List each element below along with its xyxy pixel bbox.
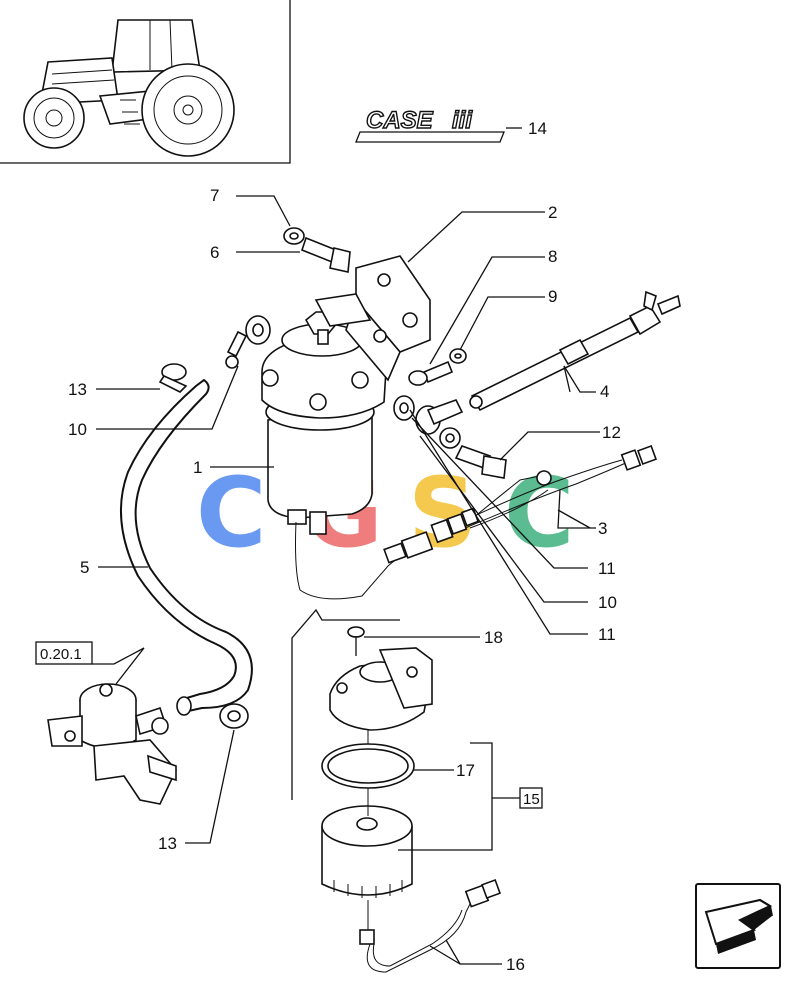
filter-head — [329, 647, 433, 731]
seal-ring-17 — [321, 743, 415, 789]
section-reference-box[interactable]: 0.20.1 — [35, 641, 93, 665]
callout-13-top: 13 — [68, 380, 87, 399]
banjo-bolt-10 — [393, 395, 464, 449]
water-sensor-16 — [359, 879, 501, 973]
callout-8: 8 — [548, 247, 557, 266]
fuel-hose-5 — [119, 378, 253, 716]
fuel-filter-assembly — [261, 311, 434, 600]
logo-suffix: iii — [452, 107, 473, 134]
callout-2: 2 — [548, 203, 557, 222]
callout-17: 17 — [456, 761, 475, 780]
case-ih-logo: CASE iii — [355, 106, 522, 143]
fuel-pipe-4 — [469, 290, 681, 412]
screw-18 — [347, 626, 365, 656]
hose-clamp-13-bottom — [219, 703, 249, 729]
callout-10-right: 10 — [598, 593, 617, 612]
callout-16: 16 — [506, 955, 525, 974]
callout-11-upper: 11 — [598, 559, 616, 578]
bolt-8 — [408, 360, 454, 386]
washer-7 — [283, 227, 305, 245]
next-page-arrow-icon[interactable] — [695, 883, 781, 969]
callout-13-bottom: 13 — [158, 834, 177, 853]
logo-text: CASE — [366, 107, 434, 134]
callout-1: 1 — [193, 458, 202, 477]
washer-9 — [449, 348, 467, 364]
detail-bracket — [291, 608, 400, 800]
callout-5: 5 — [80, 558, 89, 577]
lift-pump — [47, 683, 177, 805]
wiring-harness-3 — [430, 445, 657, 544]
mounting-bracket — [314, 255, 431, 382]
bolt-6 — [301, 236, 351, 273]
fitting-10-left — [225, 315, 271, 369]
callout-6: 6 — [210, 243, 219, 262]
filter-cartridge — [321, 730, 413, 930]
callout-10-left: 10 — [68, 420, 87, 439]
callout-12: 12 — [602, 423, 621, 442]
tractor-thumbnail-icon — [0, 0, 291, 164]
callout-14: 14 — [528, 119, 547, 138]
bolt-12 — [454, 445, 507, 479]
callout-3: 3 — [598, 519, 607, 538]
callout-11-lower: 11 — [598, 625, 616, 644]
hose-clamp-13-top — [158, 363, 188, 393]
kit-reference-box: 15 — [519, 787, 543, 809]
callout-9: 9 — [548, 287, 557, 306]
callout-7: 7 — [210, 186, 219, 205]
leader-lines — [92, 195, 600, 965]
kit-reference-label: 15 — [523, 791, 540, 808]
watermark-letter-1: C — [196, 457, 266, 569]
callout-4: 4 — [600, 382, 609, 401]
callout-18: 18 — [484, 628, 503, 647]
section-reference-label: 0.20.1 — [40, 646, 82, 663]
